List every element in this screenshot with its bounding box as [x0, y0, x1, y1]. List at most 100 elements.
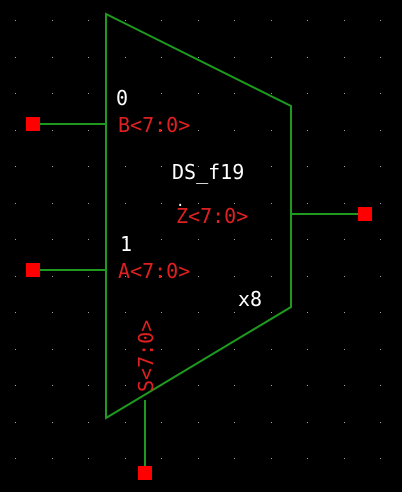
grid-dot	[125, 276, 126, 277]
grid-dot	[198, 312, 199, 313]
grid-dot	[307, 93, 308, 94]
grid-dot	[125, 312, 126, 313]
grid-dot	[271, 130, 272, 131]
grid-dot	[380, 93, 381, 94]
grid-dot	[198, 203, 199, 204]
grid-dot	[161, 20, 162, 21]
pins	[26, 117, 372, 480]
grid-dot	[52, 276, 53, 277]
pin-b-terminal[interactable]	[26, 117, 40, 131]
grid-dot	[234, 276, 235, 277]
grid-dot	[307, 422, 308, 423]
multiplier-label: x8	[238, 287, 262, 311]
grid-dot	[88, 385, 89, 386]
grid-dot	[88, 93, 89, 94]
grid-dot	[125, 20, 126, 21]
grid-dot	[307, 312, 308, 313]
grid-dot	[88, 130, 89, 131]
wires	[33, 123, 365, 473]
grid-dot	[234, 239, 235, 240]
grid-dot	[52, 422, 53, 423]
grid-dot	[88, 20, 89, 21]
grid-dot	[234, 349, 235, 350]
grid-dot	[234, 130, 235, 131]
grid-dot	[380, 458, 381, 459]
grid-dot	[161, 276, 162, 277]
grid-dot	[15, 276, 16, 277]
grid-dot	[271, 20, 272, 21]
grid-dot	[271, 385, 272, 386]
grid-dot	[52, 312, 53, 313]
grid-dot	[271, 458, 272, 459]
grid-dot	[344, 130, 345, 131]
grid-dot	[161, 458, 162, 459]
grid-dot	[125, 203, 126, 204]
grid-dot	[88, 57, 89, 58]
grid-dot	[234, 422, 235, 423]
grid-dot	[52, 130, 53, 131]
grid-dot	[234, 93, 235, 94]
grid-dot	[125, 239, 126, 240]
grid-dot	[88, 166, 89, 167]
grid-dot	[380, 57, 381, 58]
grid-dot	[161, 93, 162, 94]
grid-dot	[15, 239, 16, 240]
grid-dot	[15, 349, 16, 350]
grid-dot	[52, 166, 53, 167]
pin-a-terminal[interactable]	[26, 263, 40, 277]
grid-dot	[15, 385, 16, 386]
grid-dot	[307, 57, 308, 58]
grid-dot	[271, 239, 272, 240]
grid-dot	[52, 57, 53, 58]
grid-dot	[161, 349, 162, 350]
grid-dot	[161, 166, 162, 167]
select-value-b: 0	[116, 86, 128, 110]
grid-dot	[380, 312, 381, 313]
grid-dot	[234, 203, 235, 204]
grid-dot	[161, 130, 162, 131]
grid-dot	[380, 349, 381, 350]
grid-dot	[234, 458, 235, 459]
grid-dot	[52, 93, 53, 94]
grid-dot	[307, 349, 308, 350]
pin-s-terminal[interactable]	[138, 466, 152, 480]
grid-dot	[344, 203, 345, 204]
grid-dot	[344, 349, 345, 350]
grid-dot	[52, 239, 53, 240]
grid-dot	[234, 20, 235, 21]
grid-dot	[88, 276, 89, 277]
grid-dot	[125, 349, 126, 350]
grid-dot	[125, 57, 126, 58]
mux-symbol-body[interactable]	[105, 12, 292, 420]
grid-dot	[161, 239, 162, 240]
grid-dot	[15, 20, 16, 21]
grid-dot	[307, 203, 308, 204]
grid-dot	[52, 20, 53, 21]
grid-dot	[125, 166, 126, 167]
grid-dot	[344, 57, 345, 58]
grid-dot	[234, 312, 235, 313]
grid-dot	[344, 312, 345, 313]
grid-dot	[125, 458, 126, 459]
grid-dot	[307, 239, 308, 240]
grid-dot	[125, 385, 126, 386]
grid-dot	[198, 349, 199, 350]
grid-dot	[307, 385, 308, 386]
grid-dot	[198, 93, 199, 94]
grid-dot	[88, 239, 89, 240]
grid-dot	[307, 166, 308, 167]
grid-dot	[271, 93, 272, 94]
pin-z-terminal[interactable]	[358, 207, 372, 221]
pin-z-label: Z<7:0>	[176, 204, 248, 228]
grid-dot	[307, 130, 308, 131]
grid-dot	[344, 276, 345, 277]
grid-dot	[198, 239, 199, 240]
grid-dot	[380, 385, 381, 386]
grid-dot	[88, 422, 89, 423]
grid-dot	[344, 422, 345, 423]
pin-a-label: A<7:0>	[118, 259, 190, 283]
pin-b-label: B<7:0>	[118, 113, 190, 137]
grid-dot	[307, 20, 308, 21]
grid-dot	[161, 422, 162, 423]
